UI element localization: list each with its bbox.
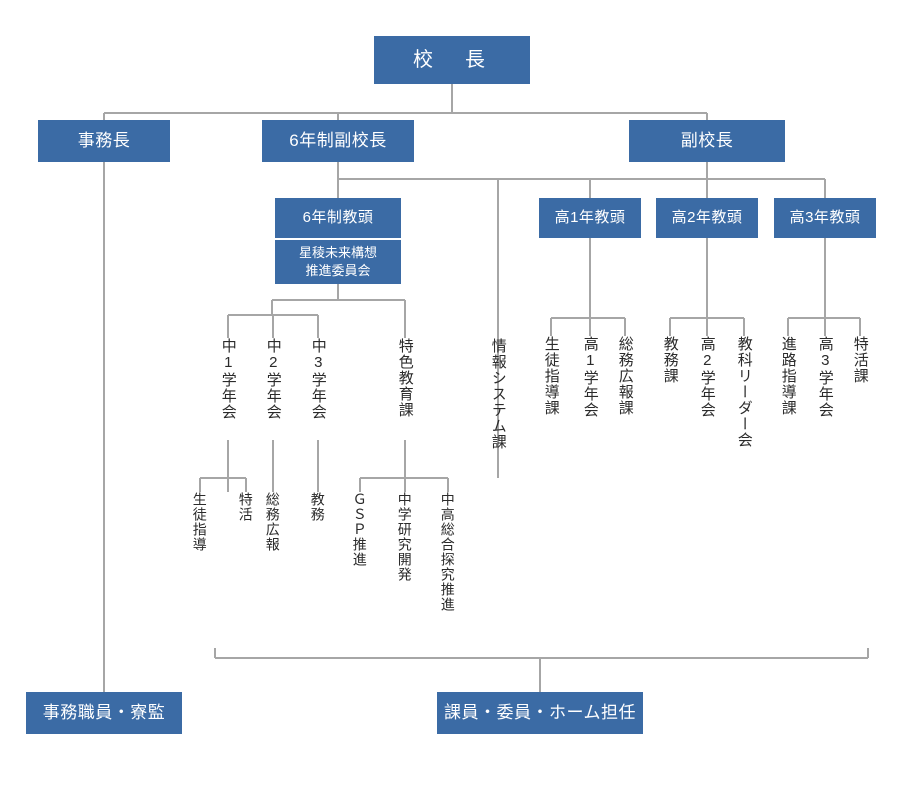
box-kain-iin-home-tannin[interactable]: 課員・委員・ホーム担任: [437, 692, 643, 734]
box-mirai-iinkai[interactable]: 星稜未来構想 推進委員会: [275, 240, 401, 284]
label-chugaku-kenkyu-kaihatsu: 中学研究開発: [396, 492, 413, 582]
label-ko2-gakunenkai: 高2学年会: [698, 336, 716, 418]
label-shinro-shidou-ka: 進路指導課: [779, 336, 797, 416]
label-soumu-kouhou-ka: 総務広報課: [616, 336, 634, 416]
box-rokunensei-fukukocho[interactable]: 6年制副校長: [262, 120, 414, 162]
mirai-iinkai-line1: 星稜未来構想: [298, 245, 377, 261]
label-ko1-gakunenkai: 高1学年会: [581, 336, 599, 418]
label-soumu-kouhou: 総務広報: [264, 492, 281, 552]
label-chu1-gakunenkai: 中1学年会: [219, 338, 237, 420]
label-gsp-suishin: ＧＳＰ推進: [351, 492, 368, 567]
label-chuko-sougou-tankyu: 中高総合探究推進: [439, 492, 456, 612]
box-ko1-kyoto[interactable]: 高1年教頭: [539, 198, 641, 238]
label-kyoumu-ka: 教務課: [661, 336, 679, 384]
box-ko3-kyoto[interactable]: 高3年教頭: [774, 198, 876, 238]
box-ko2-kyoto[interactable]: 高2年教頭: [656, 198, 758, 238]
mirai-iinkai-line2: 推進委員会: [305, 263, 371, 278]
box-jimucho[interactable]: 事務長: [38, 120, 170, 162]
label-kyouka-leader-kai: 教科リーダー会: [735, 336, 753, 448]
label-chu2-gakunenkai: 中2学年会: [264, 338, 282, 420]
box-jimu-shokuin-ryokan[interactable]: 事務職員・寮監: [26, 692, 182, 734]
box-fukukocho[interactable]: 副校長: [629, 120, 785, 162]
label-seito-shidou: 生徒指導: [191, 492, 208, 552]
label-tokushoku-kyouiku-ka: 特色教育課: [396, 338, 414, 418]
label-seito-shidou-ka: 生徒指導課: [542, 336, 560, 416]
box-rokunensei-kyoto[interactable]: 6年制教頭: [275, 198, 401, 238]
label-tokkatsu-ka: 特活課: [851, 336, 869, 384]
box-principal[interactable]: 校 長: [374, 36, 530, 84]
label-tokkatsu: 特活: [237, 492, 254, 522]
label-ko3-gakunenkai: 高3学年会: [816, 336, 834, 418]
label-kyoumu: 教務: [309, 492, 326, 522]
label-chu3-gakunenkai: 中3学年会: [309, 338, 327, 420]
label-joho-system-ka: 情報システム課: [489, 338, 507, 450]
